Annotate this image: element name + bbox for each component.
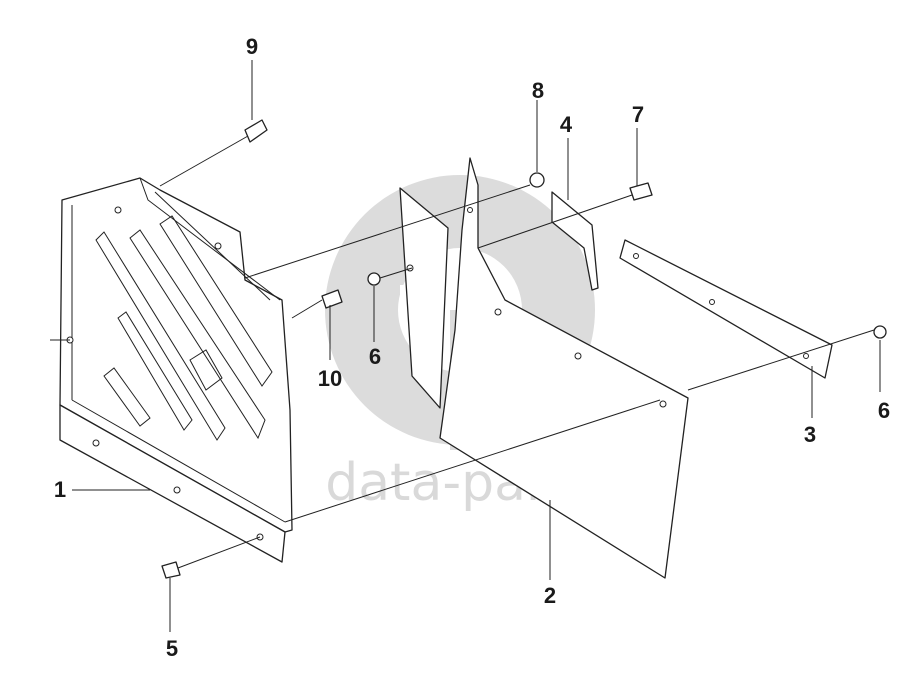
callout-10: 10 xyxy=(318,366,342,391)
bolt-10 xyxy=(321,289,343,309)
retaining-strip-part xyxy=(619,239,833,379)
callout-3: 3 xyxy=(804,422,816,447)
callout-6-right: 6 xyxy=(878,398,890,423)
bolt-5 xyxy=(161,561,181,579)
deflector-blade-part xyxy=(399,157,689,579)
nut-6-right xyxy=(873,325,887,339)
bolt-7 xyxy=(629,182,653,201)
callout-1: 1 xyxy=(54,477,66,502)
callout-6-left: 6 xyxy=(369,344,381,369)
callout-7: 7 xyxy=(632,102,644,127)
callout-5: 5 xyxy=(166,636,178,661)
callout-8: 8 xyxy=(532,78,544,103)
nut-6-left xyxy=(367,272,381,286)
nut-8 xyxy=(529,172,545,188)
small-bracket-part xyxy=(551,191,599,291)
callout-4: 4 xyxy=(560,112,573,137)
callout-2: 2 xyxy=(544,583,556,608)
side-plate-part xyxy=(59,177,293,563)
callout-9: 9 xyxy=(246,34,258,59)
bolt-9 xyxy=(244,119,268,143)
leader-lines xyxy=(50,60,881,632)
